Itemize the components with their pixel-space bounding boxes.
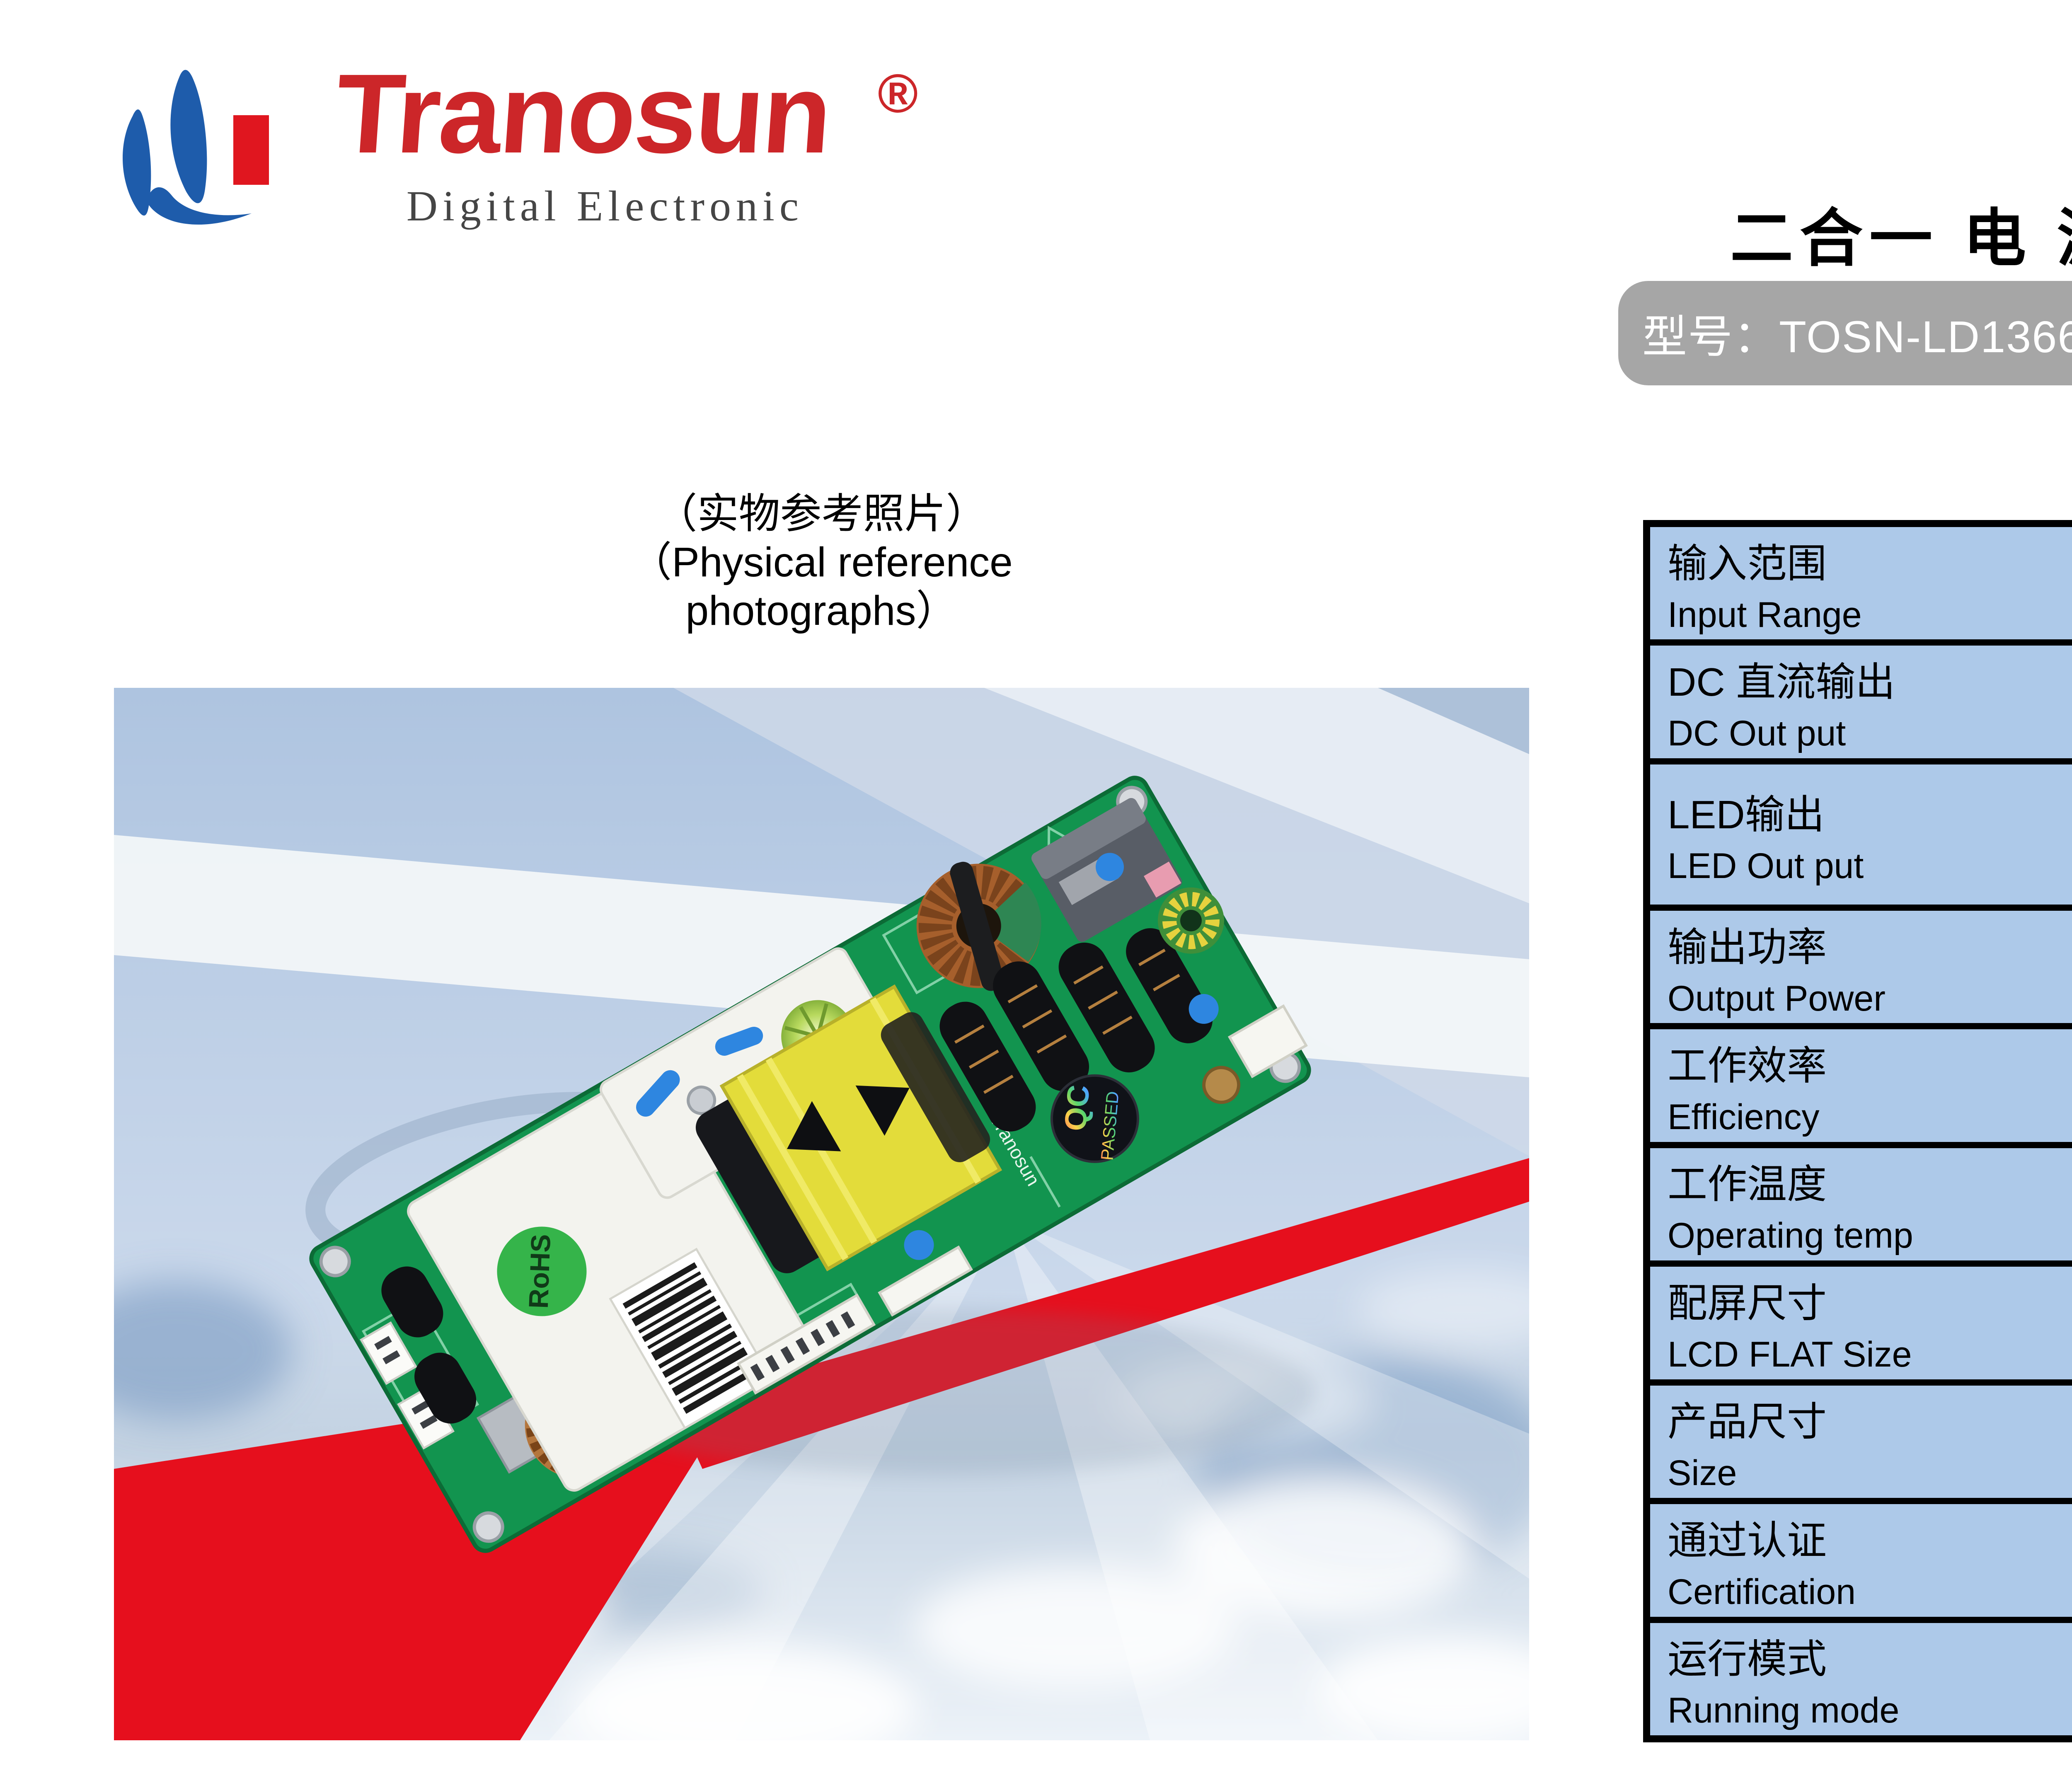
toroid-top-right [916, 861, 1041, 991]
capacitor-bank [939, 928, 1213, 1132]
spec-label-lcd-size: 配屏尺寸 LCD FLAT Size [1650, 1267, 2072, 1379]
spec-label-operating-temp: 工作温度 Operating temp [1650, 1148, 2072, 1261]
wing-shape-right-light [984, 688, 1529, 903]
spec-label-dc-output: DC 直流输出 DC Out put [1650, 646, 2072, 758]
blue-components [636, 853, 1219, 1260]
spec-label-led-output: LED输出 LED Out put [1650, 764, 2072, 905]
spec-label-efficiency: 工作效率 Efficiency [1650, 1029, 2072, 1142]
brand-wordmark: Tranosun [332, 51, 835, 177]
barcode-label [609, 1248, 772, 1430]
rohs-sticker-text: RoHS [523, 1234, 556, 1309]
photo-caption: （实物参考照片） （Physical reference photographs… [114, 490, 1529, 635]
spec-label-certification: 通过认证 Certification [1650, 1504, 2072, 1617]
qc-sticker-text: QC [1058, 1084, 1096, 1132]
photo-caption-line1: （实物参考照片） [656, 491, 988, 537]
registered-mark-icon: ® [878, 63, 918, 124]
photo-caption-line2: （Physical reference [630, 539, 1013, 585]
spec-label-output-power: 输出功率 Output Power [1650, 910, 2072, 1023]
logo-red-block [233, 115, 269, 185]
rohs-sticker [497, 1226, 587, 1316]
product-photo: Tocon RoHS [114, 688, 1529, 1740]
spec-table: 输入范围 Input Range DC60V~150V DC 直流输出 DC O… [1643, 520, 2072, 1742]
product-title-cn: 二合一 电 源 [1730, 203, 2072, 274]
model-number-text: 型号：TOSN-LD1366P-D [1642, 312, 2072, 362]
model-number-badge: 型号：TOSN-LD1366P-D [1618, 281, 2072, 385]
qc-sticker: QC PASSED [1050, 1074, 1139, 1163]
photo-caption-line3: photographs） [685, 588, 958, 634]
bird-logo-icon [122, 70, 269, 225]
pcb-board: Tocon RoHS [309, 776, 1311, 1553]
bottom-connectors [737, 1245, 973, 1395]
spec-label-running-mode: 运行模式 Running mode [1650, 1623, 2072, 1735]
wing-sliver [1378, 688, 1529, 754]
brand-subtitle: Digital Electronic [406, 182, 804, 230]
spec-label-product-size: 产品尺寸 Size [1650, 1385, 2072, 1498]
spec-label-input-range: 输入范围 Input Range [1650, 527, 2072, 640]
right-end-components [1143, 861, 1308, 1079]
